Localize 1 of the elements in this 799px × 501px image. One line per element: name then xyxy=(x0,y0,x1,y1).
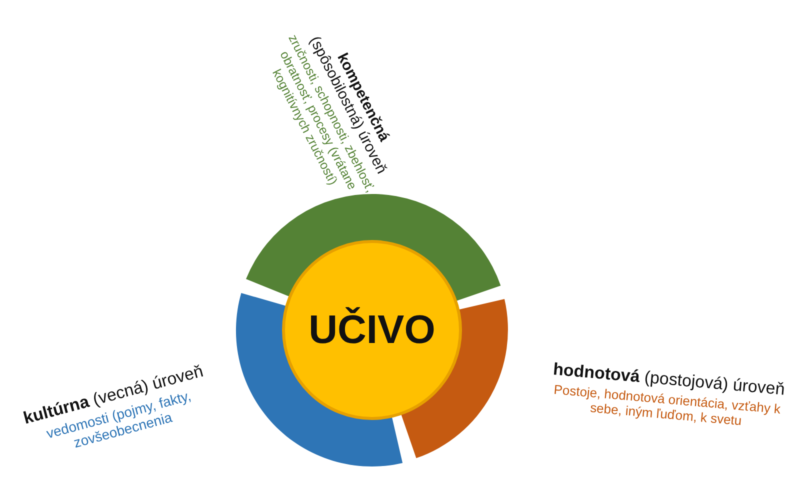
center-label: UČIVO xyxy=(308,308,436,352)
